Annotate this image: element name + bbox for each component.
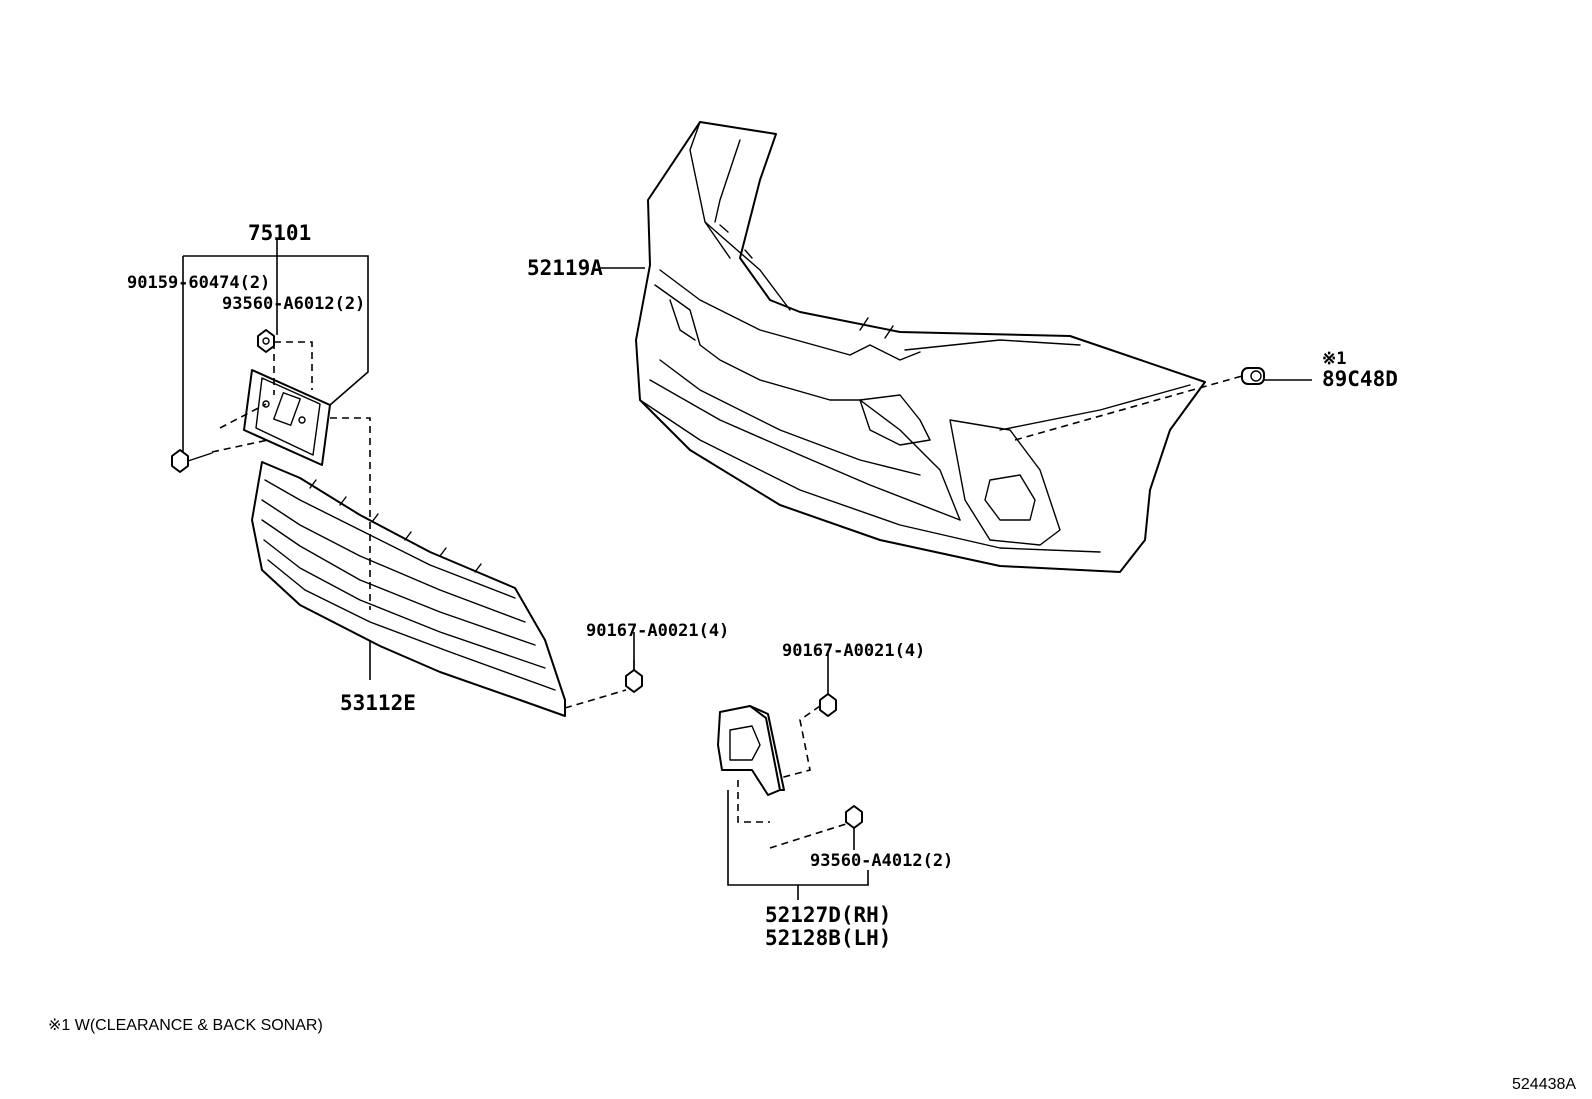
label-sonar-sensor: 89C48D xyxy=(1322,367,1398,391)
bumper-cover-illustration xyxy=(635,121,1206,573)
label-bolt-plate-bracket: 90159-60474(2) xyxy=(127,273,270,293)
leader-lines xyxy=(182,240,1312,900)
label-bumper-cover: 52119A xyxy=(527,256,603,280)
label-lower-grille: 53112E xyxy=(340,691,416,715)
label-fog-cover-lh: 52128B(LH) xyxy=(765,926,891,950)
screw-fog-cover-illustration xyxy=(819,693,837,717)
sonar-sensor-illustration xyxy=(1241,367,1265,385)
screw-fog-cover-lower-illustration xyxy=(845,805,863,829)
diagram-code: 524438A xyxy=(1512,1076,1576,1093)
label-screw-fog-cover: 90167-A0021(4) xyxy=(782,641,925,661)
label-nut-plate-bracket: 93560-A6012(2) xyxy=(222,294,365,314)
label-license-plate-bracket: 75101 xyxy=(248,221,311,245)
nut-plate-bracket-illustration xyxy=(257,329,275,353)
label-fog-cover-rh: 52127D(RH) xyxy=(765,903,891,927)
label-screw-grille: 90167-A0021(4) xyxy=(586,621,729,641)
license-plate-bracket-illustration xyxy=(243,369,331,466)
dashed-guide-lines xyxy=(211,341,1243,849)
label-screw-fog-cover-lower: 93560-A4012(2) xyxy=(810,851,953,871)
bolt-plate-bracket-illustration xyxy=(171,449,213,473)
fog-cover-illustration xyxy=(717,705,785,796)
lower-grille-illustration xyxy=(251,461,566,717)
footnote: ※1 W(CLEARANCE & BACK SONAR) xyxy=(48,1017,323,1034)
label-sensor-marker: ※1 xyxy=(1322,349,1346,369)
